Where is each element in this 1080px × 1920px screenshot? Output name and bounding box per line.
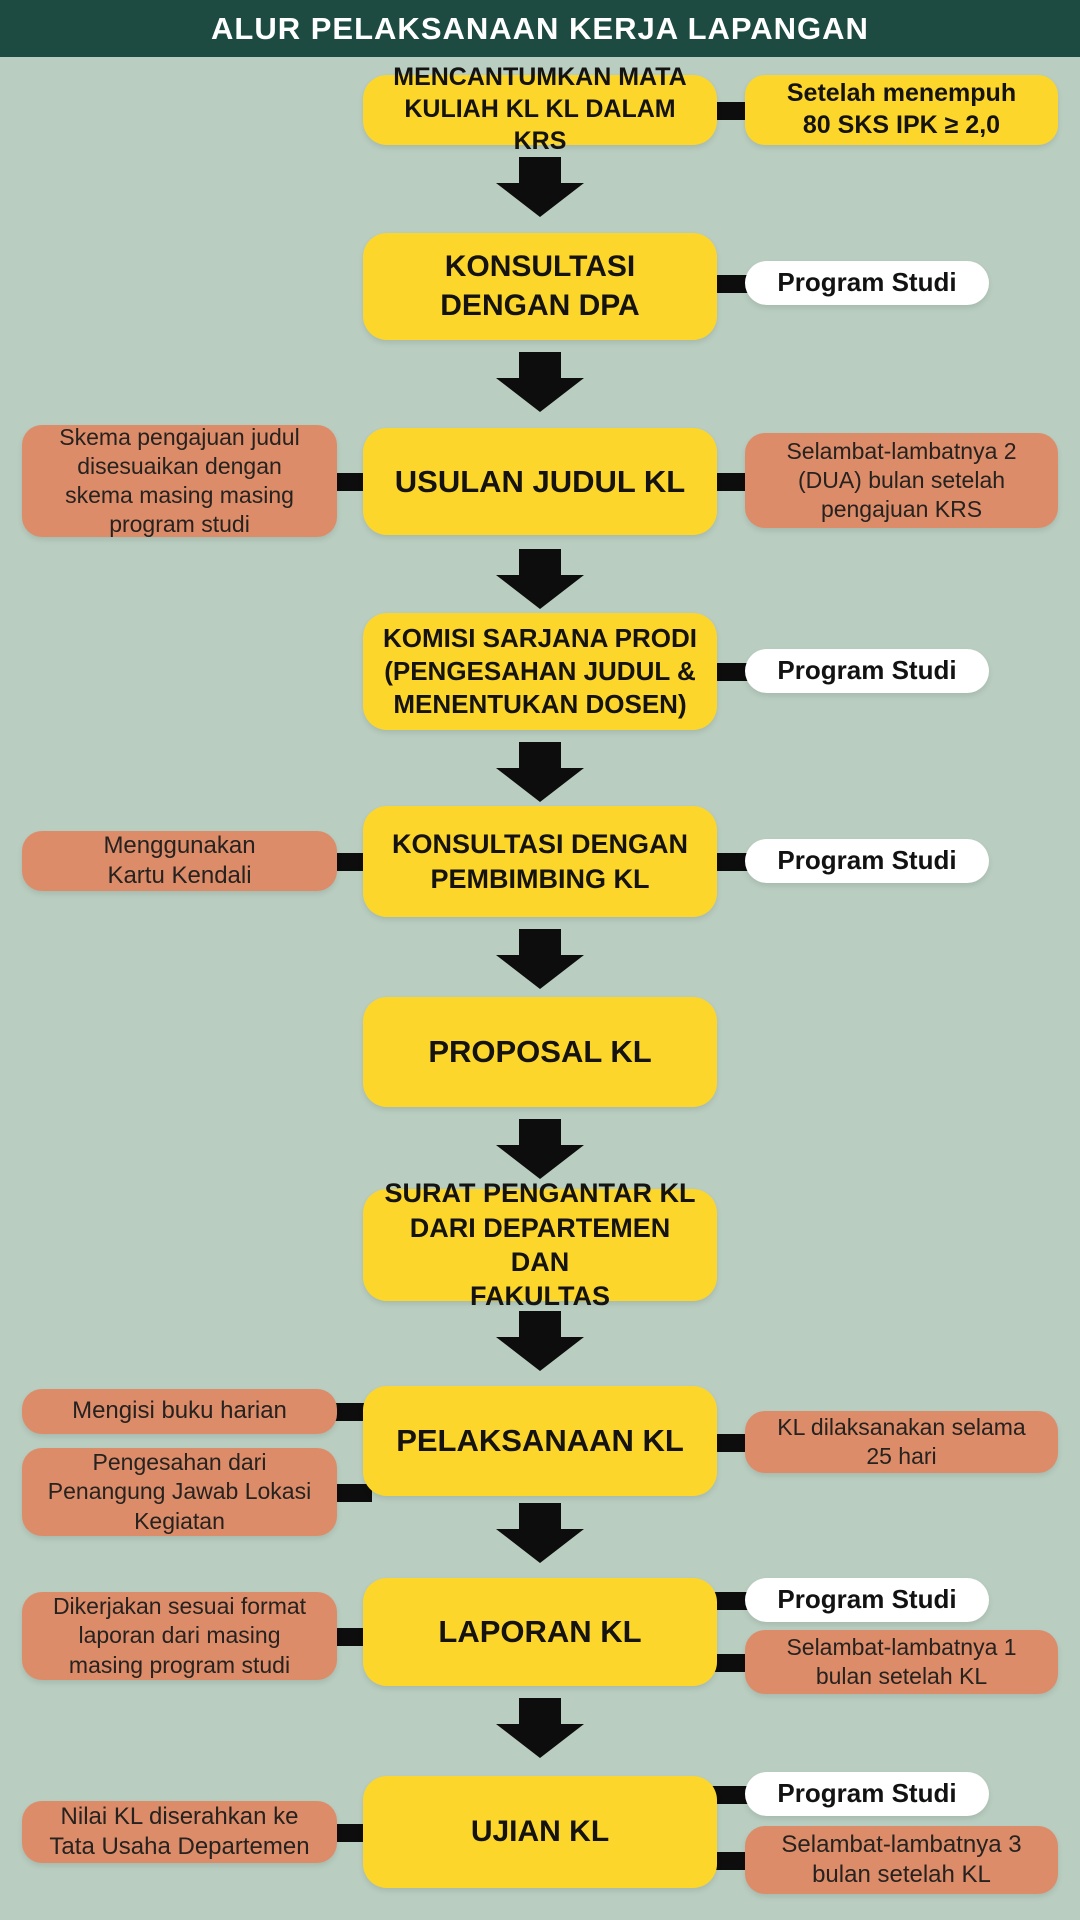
note-kartu-kendali: Menggunakan Kartu Kendali <box>22 831 337 891</box>
note-nilai-kl: Nilai KL diserahkan ke Tata Usaha Depart… <box>22 1801 337 1863</box>
badge-program-studi: Program Studi <box>745 261 989 305</box>
arrow-head <box>496 768 584 802</box>
down-arrow <box>496 1311 584 1371</box>
note-format-laporan: Dikerjakan sesuai format laporan dari ma… <box>22 1592 337 1680</box>
badge-program-studi: Program Studi <box>745 1578 989 1622</box>
arrow-stem <box>519 1311 561 1339</box>
arrow-stem <box>519 742 561 770</box>
badge-program-studi: Program Studi <box>745 649 989 693</box>
step-surat-pengantar: SURAT PENGANTAR KL DARI DEPARTEMEN DAN F… <box>363 1178 717 1311</box>
step-ujian-kl: UJIAN KL <box>363 1776 717 1888</box>
down-arrow <box>496 1119 584 1179</box>
step-pelaksanaan-kl: PELAKSANAAN KL <box>363 1386 717 1496</box>
note-selambat-2-bulan: Selambat-lambatnya 2 (DUA) bulan setelah… <box>745 433 1058 528</box>
down-arrow <box>496 549 584 609</box>
arrow-stem <box>519 1698 561 1726</box>
note-skema-pengajuan: Skema pengajuan judul disesuaikan dengan… <box>22 424 337 537</box>
note-buku-harian: Mengisi buku harian <box>22 1389 337 1434</box>
down-arrow <box>496 352 584 412</box>
note-selambat-3-bulan: Selambat-lambatnya 3 bulan setelah KL <box>745 1826 1058 1894</box>
page-title: ALUR PELAKSANAAN KERJA LAPANGAN <box>211 10 869 46</box>
step-mencantumkan-krs: MENCANTUMKAN MATA KULIAH KL KL DALAM KRS <box>363 63 717 155</box>
arrow-stem <box>519 549 561 577</box>
badge-program-studi: Program Studi <box>745 839 989 883</box>
step-konsultasi-pembimbing: KONSULTASI DENGAN PEMBIMBING KL <box>363 806 717 917</box>
step-komisi-sarjana: KOMISI SARJANA PRODI (PENGESAHAN JUDUL &… <box>363 613 717 730</box>
step-laporan-kl: LAPORAN KL <box>363 1578 717 1686</box>
note-selambat-1-bulan: Selambat-lambatnya 1 bulan setelah KL <box>745 1630 1058 1694</box>
arrow-head <box>496 1724 584 1758</box>
note-pengesahan-lokasi: Pengesahan dari Penangung Jawab Lokasi K… <box>22 1448 337 1536</box>
arrow-stem <box>519 157 561 185</box>
arrow-head <box>496 1337 584 1371</box>
arrow-head <box>496 955 584 989</box>
arrow-stem <box>519 1119 561 1147</box>
down-arrow <box>496 157 584 217</box>
title-bar: ALUR PELAKSANAAN KERJA LAPANGAN <box>0 0 1080 57</box>
note-syarat-sks: Setelah menempuh 80 SKS IPK ≥ 2,0 <box>745 75 1058 145</box>
note-durasi-25-hari: KL dilaksanakan selama 25 hari <box>745 1411 1058 1473</box>
arrow-stem <box>519 352 561 380</box>
down-arrow <box>496 1503 584 1563</box>
badge-program-studi: Program Studi <box>745 1772 989 1816</box>
down-arrow <box>496 929 584 989</box>
arrow-head <box>496 1529 584 1563</box>
arrow-stem <box>519 1503 561 1531</box>
arrow-head <box>496 183 584 217</box>
arrow-head <box>496 1145 584 1179</box>
step-proposal-kl: PROPOSAL KL <box>363 997 717 1107</box>
step-konsultasi-dpa: KONSULTASI DENGAN DPA <box>363 233 717 340</box>
arrow-stem <box>519 929 561 957</box>
arrow-head <box>496 575 584 609</box>
arrow-head <box>496 378 584 412</box>
down-arrow <box>496 1698 584 1758</box>
step-usulan-judul: USULAN JUDUL KL <box>363 428 717 535</box>
down-arrow <box>496 742 584 802</box>
